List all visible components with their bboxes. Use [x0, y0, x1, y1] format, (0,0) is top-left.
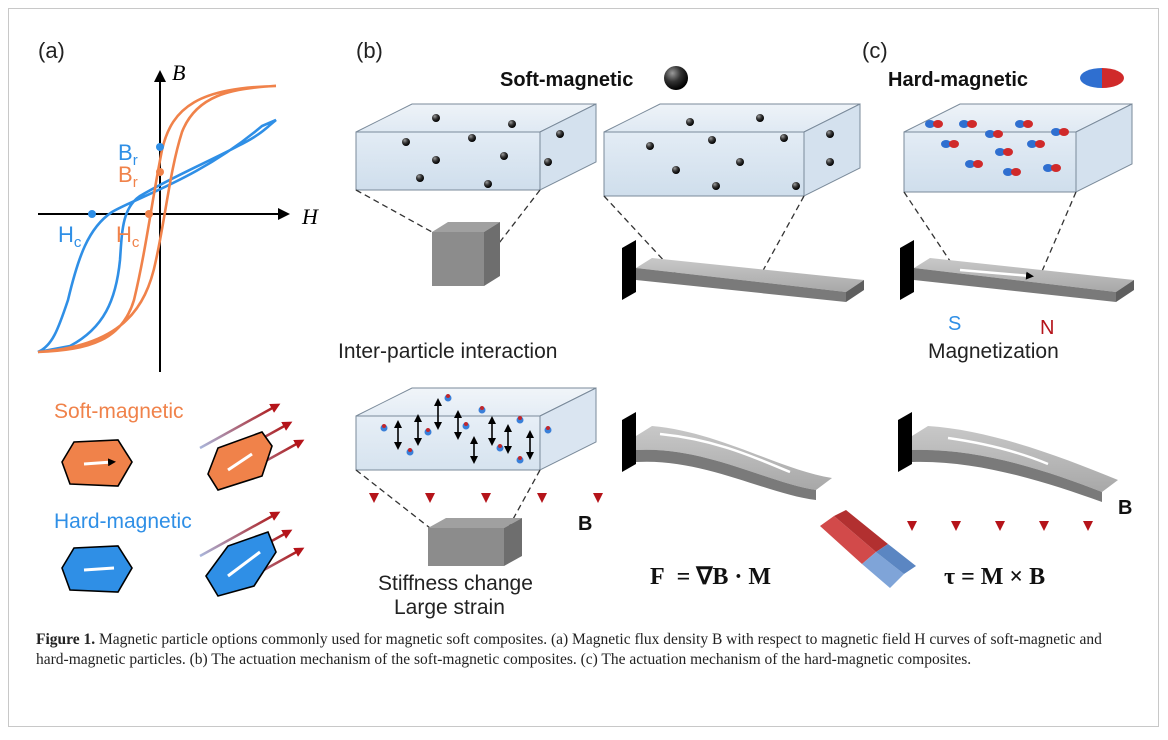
- hard-particles: [925, 120, 1069, 176]
- interacting-particles: [380, 394, 552, 464]
- figure-caption: Figure 1. Magnetic particle options comm…: [36, 630, 1136, 670]
- soft-magnetic-title: Soft-magnetic: [500, 69, 633, 91]
- br-orange-point: [156, 168, 164, 176]
- h-axis-label: H: [301, 204, 319, 229]
- zoom-line-b2-right: [759, 195, 805, 277]
- hard-hysteresis-loop: [37, 118, 277, 354]
- north-pole-label: N: [1040, 317, 1054, 339]
- hard-particle-dipole-icon: [1080, 68, 1124, 88]
- zoom-line-c-right: [1039, 191, 1077, 277]
- b-axis-label: B: [172, 60, 185, 85]
- hard-particle-magnetized: [205, 530, 277, 597]
- hc-orange-label: Hc: [116, 222, 140, 251]
- hard-cantilever-beam: [900, 240, 1134, 302]
- hard-field-label: B: [1118, 497, 1132, 519]
- hc-blue-label: Hc: [58, 222, 82, 251]
- panel-b-label: (b): [356, 38, 383, 63]
- magnetization-label: Magnetization: [928, 340, 1059, 363]
- zoom-line-b1-left: [355, 189, 433, 233]
- hard-magnetic-title: Hard-magnetic: [888, 69, 1028, 91]
- soft-composite-box-3: [355, 387, 597, 471]
- caption-text: Magnetic particle options commonly used …: [36, 631, 1102, 668]
- soft-magnetic-legend-label: Soft-magnetic: [54, 400, 184, 423]
- soft-deformed-block: [428, 518, 522, 566]
- hard-bent-beam: [898, 412, 1118, 502]
- soft-particles-box-1: [402, 114, 564, 188]
- stiffness-change-label: Stiffness change: [378, 572, 533, 595]
- soft-cube: [432, 222, 500, 286]
- br-blue-point: [156, 143, 164, 151]
- south-pole-label: S: [948, 313, 961, 335]
- zoom-line-b3-right: [505, 469, 541, 533]
- hard-composite-box: [903, 103, 1133, 193]
- panel-c-label: (c): [862, 38, 888, 63]
- br-orange-label: Br: [118, 162, 138, 191]
- soft-composite-box-2: [603, 103, 861, 197]
- large-strain-label: Large strain: [394, 596, 505, 619]
- soft-bent-beam: [622, 412, 832, 500]
- permanent-magnet: [820, 510, 916, 588]
- hc-orange-point: [145, 210, 153, 218]
- soft-cantilever-beam: [622, 240, 864, 302]
- torque-formula: τ = M × B: [944, 564, 1045, 590]
- soft-particle-ball-icon: [664, 66, 688, 90]
- caption-label: Figure 1.: [36, 631, 96, 648]
- hard-particle-arrow: [83, 566, 115, 572]
- soft-composite-box-1: [355, 103, 597, 191]
- soft-field-label: B: [578, 513, 592, 535]
- soft-hysteresis-loop: [37, 84, 277, 354]
- br-blue-label: Br: [118, 140, 138, 169]
- force-formula: F= ∇B · M: [650, 564, 771, 590]
- panel-a-label: (a): [38, 38, 65, 63]
- soft-particles-box-2: [646, 114, 834, 190]
- hard-particle-magnetized-arrow: [227, 550, 261, 578]
- inter-particle-interaction-label: Inter-particle interaction: [338, 340, 557, 363]
- soft-particle-magnetized-arrow: [227, 452, 253, 472]
- hc-blue-point: [88, 210, 96, 218]
- hard-magnetic-legend-label: Hard-magnetic: [54, 510, 192, 533]
- soft-particle-arrow: [83, 458, 116, 467]
- zoom-line-b3-left: [355, 469, 431, 529]
